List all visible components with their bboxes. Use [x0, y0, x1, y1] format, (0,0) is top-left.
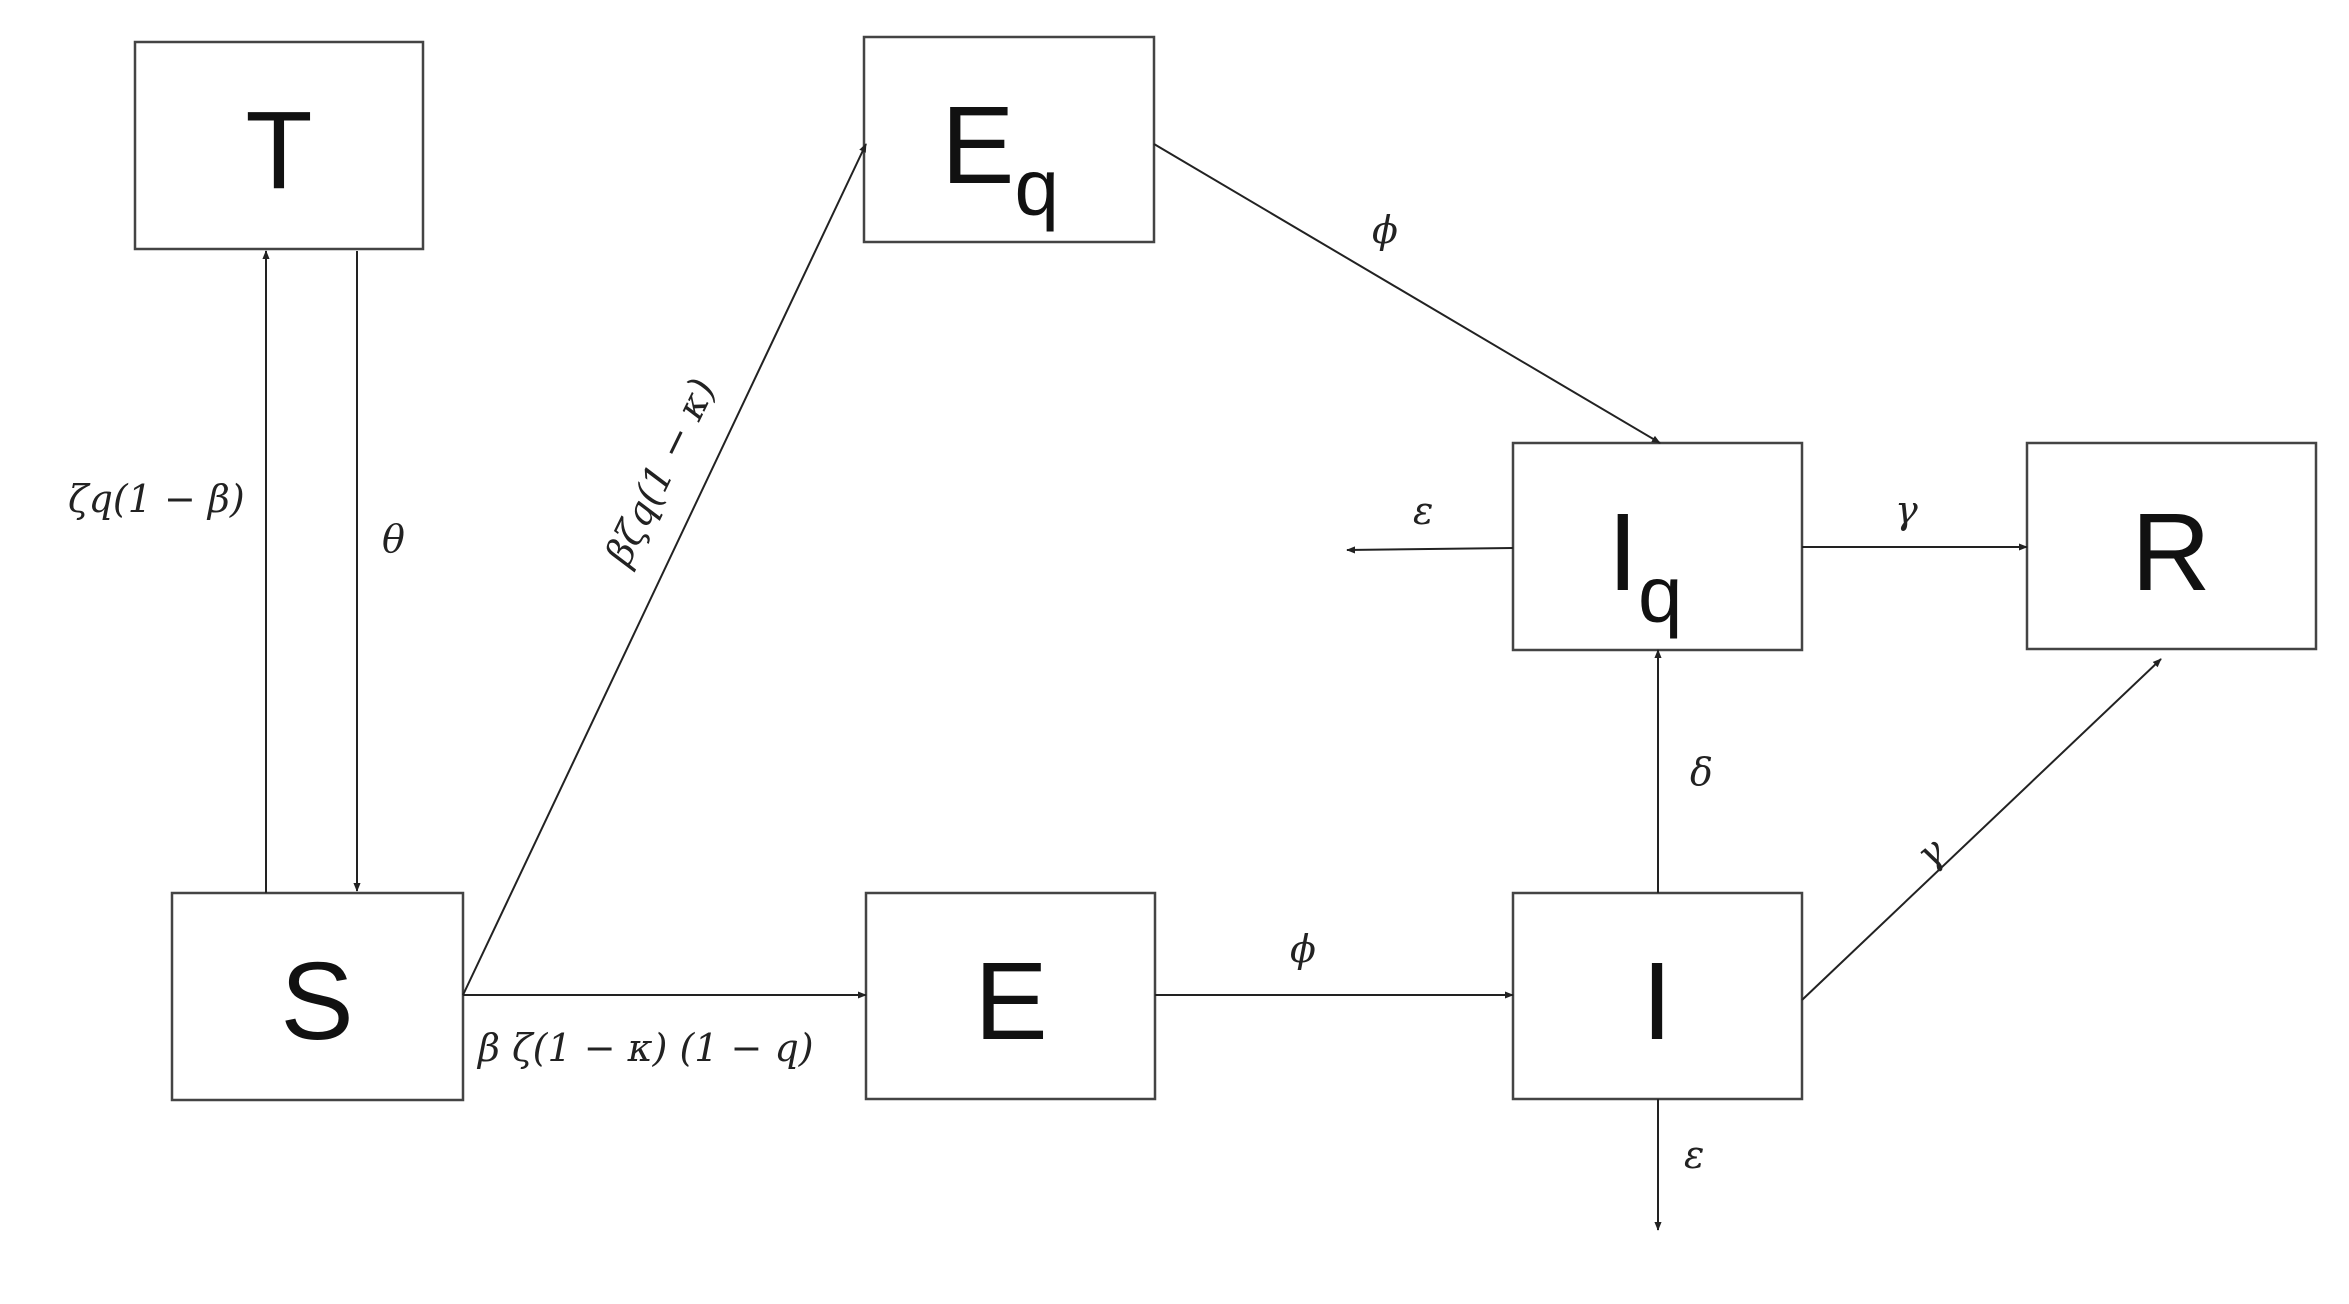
node-eq-subscript: q: [1014, 143, 1059, 232]
node-eq-main: E: [941, 84, 1014, 207]
node-e-label: E: [974, 940, 1047, 1063]
rate-iq-to-r: γ: [1895, 488, 1918, 532]
node-eq: Eq: [862, 35, 1156, 244]
node-iq-box: [1511, 441, 1804, 652]
node-s-label: S: [280, 940, 353, 1063]
node-eq-label: Eq: [941, 84, 1059, 232]
rate-t-to-s: θ: [382, 517, 405, 561]
arrow-s-to-eq: [462, 143, 867, 996]
node-r: R: [2025, 441, 2318, 651]
node-s: S: [170, 891, 465, 1102]
node-i-label: I: [1642, 940, 1673, 1063]
rate-s-to-eq: βζq(1 − κ): [596, 371, 725, 573]
rate-s-to-t: ζq(1 − β): [68, 477, 245, 521]
node-t: T: [133, 40, 425, 251]
node-i: I: [1511, 891, 1804, 1101]
node-s-box: [170, 891, 465, 1102]
node-t-box: [133, 40, 425, 251]
node-t-label: T: [245, 89, 312, 212]
node-eq-box: [862, 35, 1156, 244]
rate-i-out: ε: [1684, 1133, 1704, 1177]
rate-iq-out: ε: [1413, 489, 1433, 533]
arrow-eq-to-iq: [1153, 143, 1661, 444]
node-iq-label: Iq: [1607, 491, 1682, 639]
rate-i-to-r: γ: [1908, 828, 1954, 876]
node-e: E: [864, 891, 1157, 1101]
node-iq-subscript: q: [1638, 550, 1683, 639]
rate-e-to-i: ϕ: [1290, 927, 1316, 971]
node-r-box: [2025, 441, 2318, 651]
rate-s-to-e: β ζ(1 − κ) (1 − q): [476, 1026, 814, 1070]
node-iq-main: I: [1607, 491, 1638, 614]
arrow-i-to-r: [1801, 658, 2162, 1001]
rate-i-to-iq: δ: [1690, 750, 1713, 794]
arrow-iq-out: [1346, 546, 1514, 554]
node-e-box: [864, 891, 1157, 1101]
rate-eq-to-iq: ϕ: [1372, 208, 1398, 252]
node-r-label: R: [2131, 491, 2210, 614]
node-iq: Iq: [1511, 441, 1804, 652]
